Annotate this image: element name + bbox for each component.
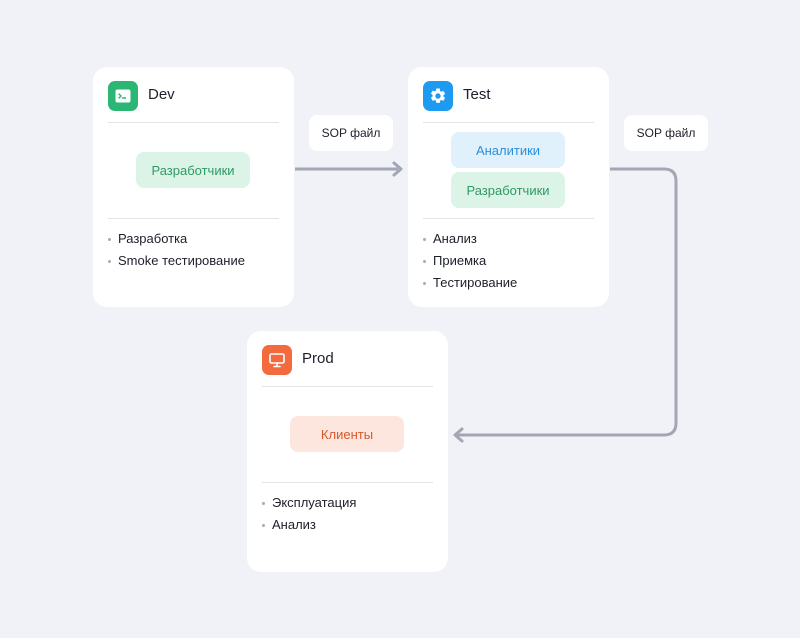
prod-task-list: Эксплуатация Анализ xyxy=(262,492,356,536)
sop-file-tag-test-prod: SOP файл xyxy=(624,115,708,151)
monitor-icon xyxy=(262,345,292,375)
task-item: Анализ xyxy=(423,228,517,250)
task-item: Анализ xyxy=(262,514,356,536)
test-card-title: Test xyxy=(463,86,491,103)
prod-environment-card: Prod Клиенты Эксплуатация Анализ xyxy=(247,331,448,572)
dev-card-header: Dev xyxy=(108,81,279,111)
prod-card-divider-top xyxy=(262,386,433,387)
role-developers: Разработчики xyxy=(451,172,565,208)
prod-card-header: Prod xyxy=(262,345,433,375)
dev-card-divider-bottom xyxy=(108,218,279,219)
test-card-divider-top xyxy=(423,122,594,123)
prod-card-divider-bottom xyxy=(262,482,433,483)
prod-card-title: Prod xyxy=(302,350,334,367)
role-clients: Клиенты xyxy=(290,416,404,452)
gear-icon xyxy=(423,81,453,111)
role-analysts: Аналитики xyxy=(451,132,565,168)
arrow-test-to-prod xyxy=(453,167,678,443)
terminal-icon xyxy=(108,81,138,111)
task-item: Эксплуатация xyxy=(262,492,356,514)
dev-card-title: Dev xyxy=(148,86,175,103)
dev-task-list: Разработка Smoke тестирование xyxy=(108,228,245,272)
task-item: Разработка xyxy=(108,228,245,250)
test-card-header: Test xyxy=(423,81,594,111)
task-item: Smoke тестирование xyxy=(108,250,245,272)
test-task-list: Анализ Приемка Тестирование xyxy=(423,228,517,294)
role-developers: Разработчики xyxy=(136,152,250,188)
test-environment-card: Test Аналитики Разработчики Анализ Прием… xyxy=(408,67,609,307)
task-item: Приемка xyxy=(423,250,517,272)
dev-environment-card: Dev Разработчики Разработка Smoke тестир… xyxy=(93,67,294,307)
dev-card-divider-top xyxy=(108,122,279,123)
arrow-dev-to-test xyxy=(295,161,403,177)
task-item: Тестирование xyxy=(423,272,517,294)
sop-file-tag-dev-test: SOP файл xyxy=(309,115,393,151)
test-card-divider-bottom xyxy=(423,218,594,219)
